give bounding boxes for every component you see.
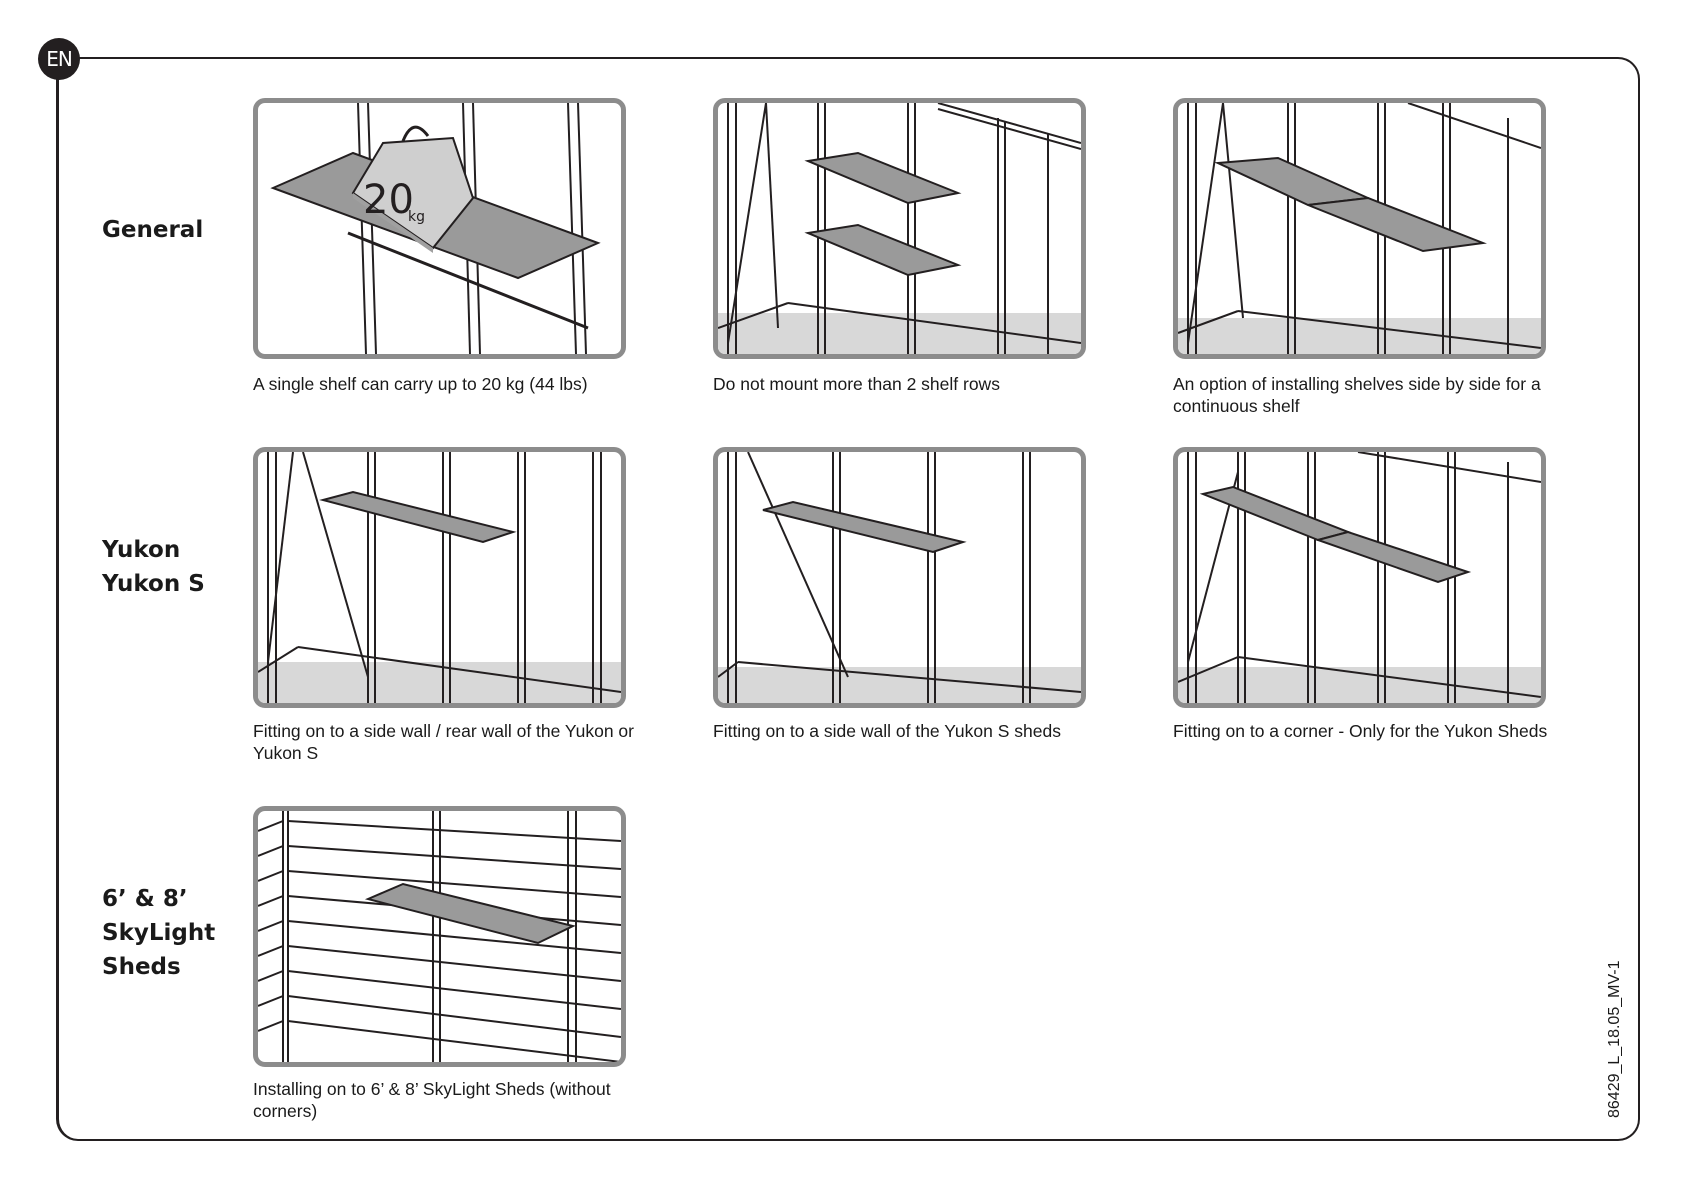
caption-shelf-weight: A single shelf can carry up to 20 kg (44… [253,374,588,394]
illustration-side-by-side [1173,98,1546,359]
illustration-yukon-side-wall [253,447,626,708]
row-label-line: SkyLight [102,920,216,946]
page-frame [56,57,1640,1141]
row-label-general: General [102,213,203,247]
row-label-yukon: Yukon Yukon S [102,533,205,601]
caption-side-by-side: An option of installing shelves side by … [1173,374,1541,416]
illustration-yukon-s-side-wall [713,447,1086,708]
caption-corner: Fitting on to a corner - Only for the Yu… [1173,721,1548,741]
row-label-line: Yukon S [102,571,205,597]
language-badge: EN [38,38,80,80]
caption-two-rows: Do not mount more than 2 shelf rows [713,374,1000,394]
weight-value: 20 [363,177,414,223]
illustration-two-rows [713,98,1086,359]
illustration-corner [1173,447,1546,708]
row-label-line: General [102,217,204,243]
caption-yukon-side-wall: Fitting on to a side wall / rear wall of… [253,721,634,763]
document-number: 86429_L_18.05_MV-1 [1606,960,1623,1118]
weight-unit: kg [408,209,425,225]
row-label-line: Yukon [102,537,181,563]
caption-yukon-s-side-wall: Fitting on to a side wall of the Yukon S… [713,721,1061,741]
row-label-line: 6’ & 8’ [102,886,188,912]
illustration-skylight [253,806,626,1067]
caption-skylight: Installing on to 6’ & 8’ SkyLight Sheds … [253,1079,611,1121]
row-label-line: Sheds [102,954,181,980]
illustration-shelf-weight: 20 kg [253,98,626,359]
row-label-skylight: 6’ & 8’ SkyLight Sheds [102,882,215,984]
